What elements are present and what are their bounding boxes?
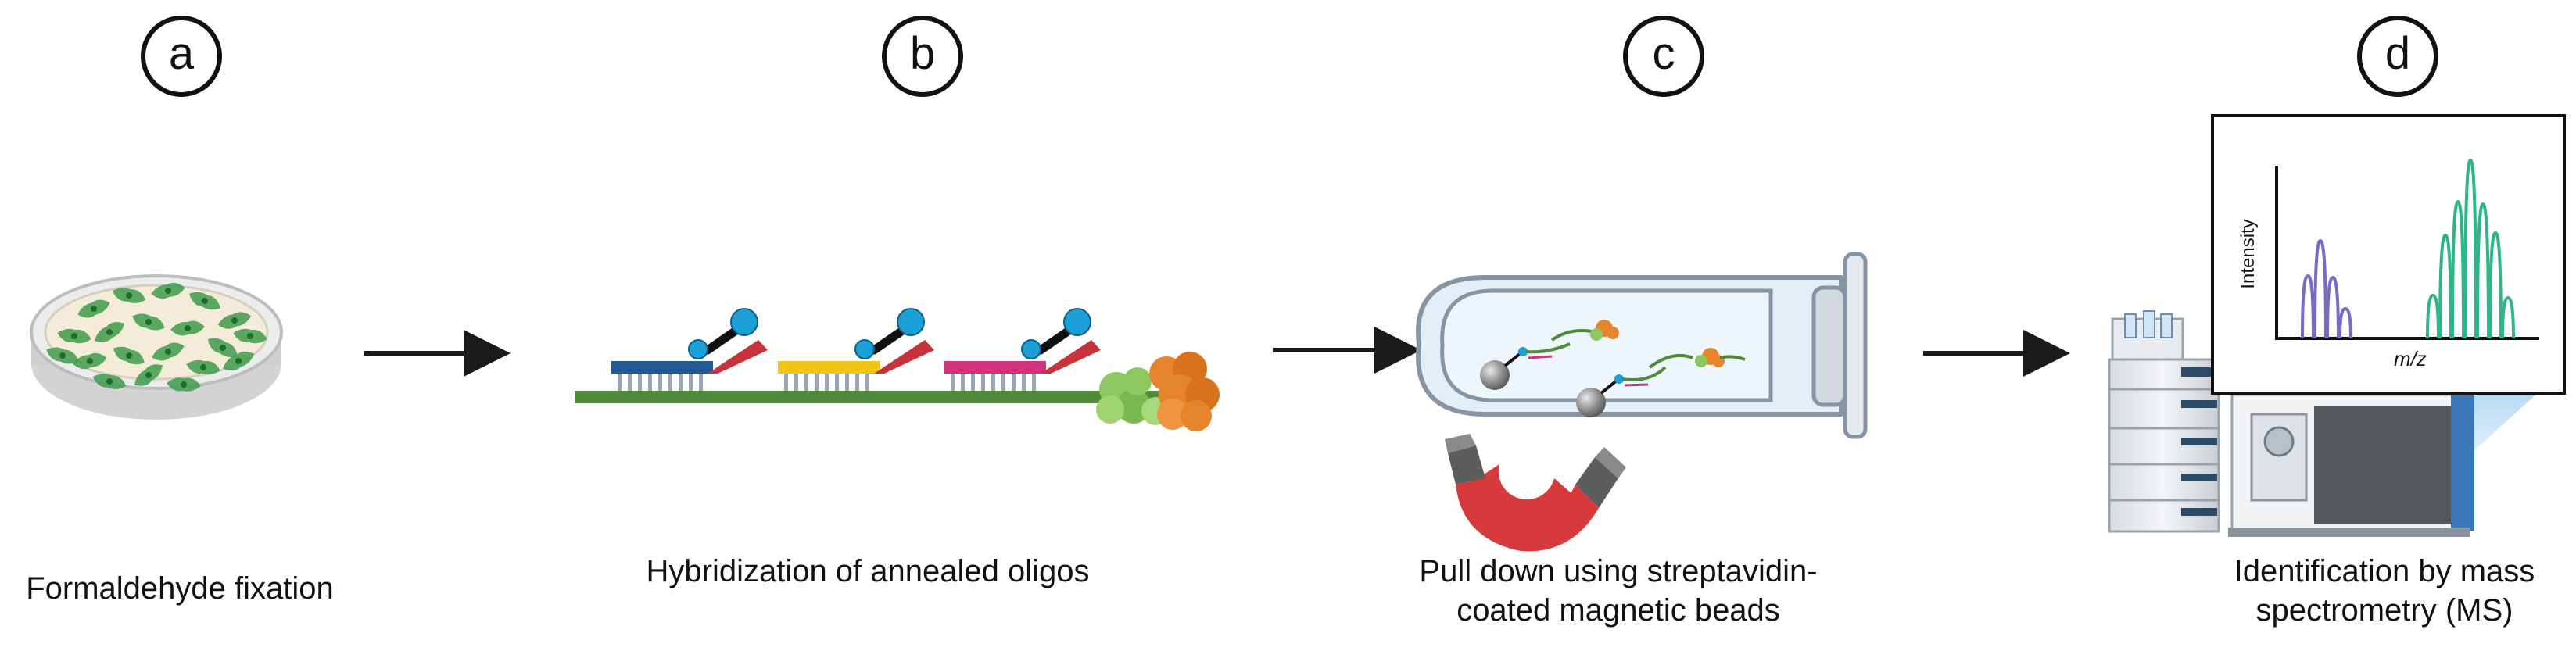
petri-dish-icon	[30, 274, 283, 420]
step-a-caption: Formaldehyde fixation	[0, 569, 360, 608]
green-peaks	[2426, 158, 2515, 339]
cell	[152, 342, 185, 361]
cell	[113, 346, 145, 365]
rna-strand	[575, 391, 1212, 403]
base-pair	[971, 374, 975, 391]
cell	[170, 320, 205, 336]
spectrum-peak	[2326, 275, 2340, 339]
cell	[132, 313, 165, 331]
base-pair	[1012, 374, 1016, 391]
base-pair	[658, 374, 662, 391]
base-pair	[991, 374, 995, 391]
base-pair	[961, 374, 965, 391]
mass-spectrum-chart: Intensity m/z	[2211, 114, 2566, 395]
cell	[167, 377, 201, 392]
base-pair	[804, 374, 808, 391]
base-pair	[784, 374, 788, 391]
base-pair	[855, 374, 859, 391]
centrifuge-tube-icon	[1416, 252, 1868, 439]
spectrum-peak	[2313, 238, 2327, 339]
step-a-letter: a	[168, 28, 195, 79]
base-pair	[815, 374, 819, 391]
spectrum-peak	[2488, 231, 2503, 339]
base-pair	[628, 374, 632, 391]
cell	[223, 351, 254, 371]
base-pair	[951, 374, 955, 391]
base-pair	[1001, 374, 1005, 391]
spectrum-peak	[2463, 158, 2477, 339]
cell	[94, 322, 125, 342]
step-a-badge: a	[141, 16, 222, 97]
step-d-letter: d	[2384, 28, 2411, 79]
step-c-caption-line-1: Pull down using streptavidin-	[1419, 554, 1818, 588]
base-pair	[1032, 374, 1036, 391]
base-pair	[618, 374, 622, 391]
base-pair	[794, 374, 798, 391]
probe-magenta	[944, 308, 1101, 391]
base-pair	[638, 374, 642, 391]
base-pair	[689, 374, 693, 391]
step-b-caption-line-1: Hybridization of annealed oligos	[646, 554, 1090, 588]
step-c-badge: c	[1623, 16, 1704, 97]
cell	[189, 292, 220, 310]
cell	[73, 352, 107, 370]
spectrum-peak	[2501, 295, 2515, 339]
cell	[207, 338, 238, 358]
cell	[233, 328, 267, 344]
spectrum-peak	[2451, 199, 2465, 339]
spectrum-peak	[2338, 306, 2352, 339]
base-pair	[679, 374, 683, 391]
step-c-caption: Pull down using streptavidin- coated mag…	[1345, 552, 1892, 630]
magnet-icon	[1445, 434, 1626, 552]
purple-peaks	[2301, 238, 2352, 339]
cell	[77, 299, 110, 318]
step-b-caption: Hybridization of annealed oligos	[579, 552, 1157, 591]
step-b-letter: b	[909, 28, 936, 79]
base-pair	[699, 374, 703, 391]
probe-yellow	[778, 308, 934, 391]
cell	[57, 328, 91, 344]
spectrum-ylabel: Intensity	[2237, 219, 2259, 288]
spectrum-peak	[2476, 202, 2490, 339]
cell	[112, 288, 146, 303]
fixed-cells	[46, 282, 267, 392]
cell	[151, 282, 185, 299]
step-d-caption-line-2: spectrometry (MS)	[2255, 593, 2513, 628]
base-pair	[835, 374, 839, 391]
base-pair	[1022, 374, 1026, 391]
base-pair	[865, 374, 869, 391]
cell	[217, 312, 252, 329]
cell	[46, 347, 79, 364]
spectrum-xlabel: m/z	[2394, 347, 2427, 370]
step-b-badge: b	[882, 16, 963, 97]
step-c-caption-line-2: coated magnetic beads	[1456, 593, 1780, 628]
hybridization-illustration	[575, 308, 1220, 431]
cell	[186, 359, 220, 375]
step-d-badge: d	[2357, 16, 2438, 97]
cell	[92, 374, 127, 389]
mass-spectrometer-icon	[2108, 310, 2549, 537]
base-pair	[668, 374, 672, 391]
probe-blue	[611, 308, 768, 391]
step-c-letter: c	[1652, 28, 1675, 79]
step-d-caption: Identification by mass spectrometry (MS)	[2158, 552, 2576, 630]
base-pair	[845, 374, 849, 391]
base-pair	[648, 374, 652, 391]
base-pair	[981, 374, 985, 391]
spectrum-peak	[2301, 274, 2315, 339]
spectrum-peak	[2426, 293, 2440, 339]
step-d-caption-line-1: Identification by mass	[2234, 554, 2535, 588]
base-pair	[825, 374, 829, 391]
protein-complex-icon	[1096, 352, 1220, 431]
step-a-caption-line-1: Formaldehyde fixation	[26, 571, 334, 606]
cell	[134, 364, 163, 386]
spectrum-peak	[2438, 233, 2452, 339]
